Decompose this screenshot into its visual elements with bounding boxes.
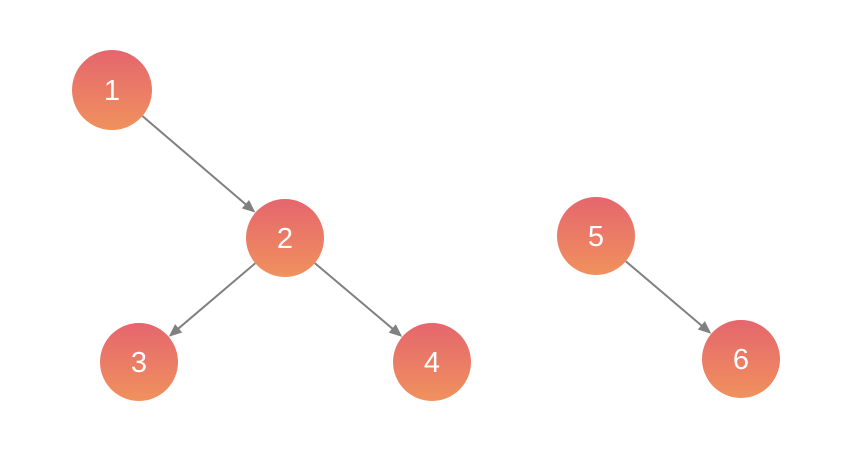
edges-layer <box>141 115 712 337</box>
edge-line <box>176 262 256 331</box>
node-circle <box>246 199 324 277</box>
edge-arrowhead-icon <box>241 200 256 213</box>
node-label: 5 <box>588 221 604 253</box>
graph-node-6[interactable]: 6 <box>702 320 780 398</box>
node-label: 1 <box>104 75 120 107</box>
edge-arrowhead-icon <box>388 324 403 337</box>
graph-node-3[interactable]: 3 <box>100 323 178 401</box>
node-circle <box>557 197 635 275</box>
graph-edge[interactable] <box>141 115 256 213</box>
graph-edge[interactable] <box>314 262 403 337</box>
node-circle <box>72 50 152 130</box>
node-label: 4 <box>424 347 440 379</box>
nodes-layer: 1 2 3 4 5 6 <box>72 50 780 401</box>
node-label: 6 <box>733 344 749 376</box>
edge-line <box>141 115 248 206</box>
node-circle <box>100 323 178 401</box>
edge-arrowhead-icon <box>168 324 183 337</box>
edge-arrowhead-icon <box>697 321 712 334</box>
graph-node-5[interactable]: 5 <box>557 197 635 275</box>
graph-node-2[interactable]: 2 <box>246 199 324 277</box>
node-label: 2 <box>277 223 293 255</box>
edge-line <box>625 260 704 328</box>
node-label: 3 <box>131 347 147 379</box>
graph-edge[interactable] <box>168 262 256 337</box>
node-circle <box>702 320 780 398</box>
edge-line <box>314 262 395 331</box>
graph-edge[interactable] <box>625 260 712 334</box>
graph-node-1[interactable]: 1 <box>72 50 152 130</box>
node-circle <box>393 323 471 401</box>
graph-node-4[interactable]: 4 <box>393 323 471 401</box>
